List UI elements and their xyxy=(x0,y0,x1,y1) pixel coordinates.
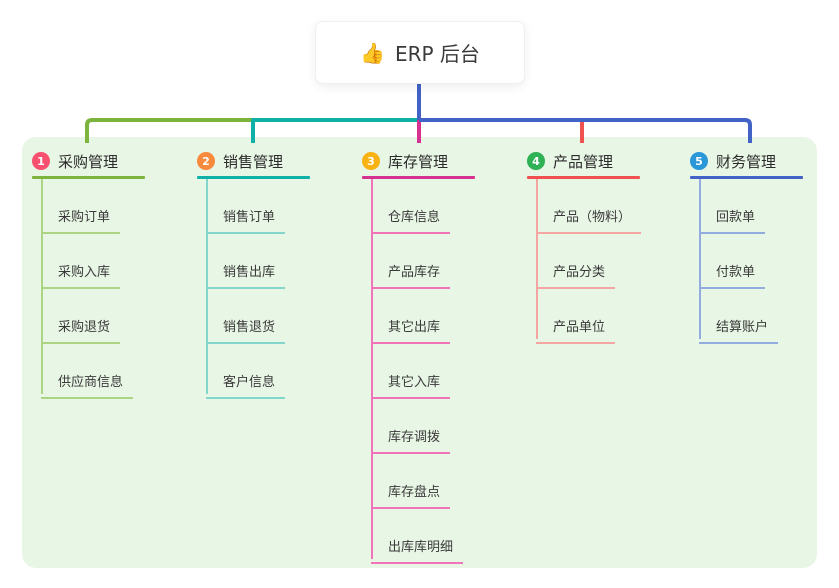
branch-header[interactable]: 5 财务管理 xyxy=(690,148,805,174)
branch-number-badge: 3 xyxy=(362,152,380,170)
branch-number-badge: 4 xyxy=(527,152,545,170)
branch-sub-list: 仓库信息 产品库存 其它出库 其它入库 库存调拨 库存盘点 出库库明细 xyxy=(362,179,477,564)
sub-item-row: 采购入库 xyxy=(32,234,147,289)
branch-sub-list: 采购订单 采购入库 采购退货 供应商信息 xyxy=(32,179,147,399)
sub-item-row: 客户信息 xyxy=(197,344,312,399)
sub-item[interactable]: 出库库明细 xyxy=(371,536,464,564)
sub-item-row: 其它入库 xyxy=(362,344,477,399)
branch-label: 产品管理 xyxy=(553,152,614,171)
branch-header[interactable]: 3 库存管理 xyxy=(362,148,477,174)
branch-underline xyxy=(197,176,310,179)
branch-label: 销售管理 xyxy=(223,152,284,171)
sub-item[interactable]: 库存盘点 xyxy=(371,481,451,509)
sub-item[interactable]: 销售退货 xyxy=(206,316,286,344)
branch-sub-list: 产品（物料） 产品分类 产品单位 xyxy=(527,179,642,344)
sub-item-row: 仓库信息 xyxy=(362,179,477,234)
branch-label: 库存管理 xyxy=(388,152,449,171)
sub-item[interactable]: 采购入库 xyxy=(41,261,121,289)
sub-item[interactable]: 采购订单 xyxy=(41,206,121,234)
sub-item[interactable]: 产品单位 xyxy=(536,316,616,344)
sub-item-row: 付款单 xyxy=(690,234,805,289)
sub-item-row: 采购订单 xyxy=(32,179,147,234)
branch-sub-list: 回款单 付款单 结算账户 xyxy=(690,179,805,344)
branch-sub-vline xyxy=(536,179,538,339)
sub-item[interactable]: 采购退货 xyxy=(41,316,121,344)
sub-item[interactable]: 销售订单 xyxy=(206,206,286,234)
branch-underline xyxy=(527,176,640,179)
sub-item-row: 库存调拨 xyxy=(362,399,477,454)
branch-underline xyxy=(32,176,145,179)
sub-item[interactable]: 付款单 xyxy=(699,261,766,289)
branch-header[interactable]: 4 产品管理 xyxy=(527,148,642,174)
sub-item[interactable]: 销售出库 xyxy=(206,261,286,289)
sub-item-row: 产品（物料） xyxy=(527,179,642,234)
sub-item[interactable]: 产品（物料） xyxy=(536,206,642,234)
sub-item-row: 产品分类 xyxy=(527,234,642,289)
branch-header[interactable]: 2 销售管理 xyxy=(197,148,312,174)
branch-sub-vline xyxy=(699,179,701,339)
sub-item[interactable]: 产品库存 xyxy=(371,261,451,289)
branch-sub-vline xyxy=(206,179,208,394)
sub-item[interactable]: 仓库信息 xyxy=(371,206,451,234)
branch-sub-list: 销售订单 销售出库 销售退货 客户信息 xyxy=(197,179,312,399)
sub-item-row: 结算账户 xyxy=(690,289,805,344)
branch-sub-vline xyxy=(41,179,43,394)
branch-label: 采购管理 xyxy=(58,152,119,171)
branch-underline xyxy=(362,176,475,179)
sub-item[interactable]: 其它出库 xyxy=(371,316,451,344)
branch-number-badge: 2 xyxy=(197,152,215,170)
branch-3: 3 库存管理 仓库信息 产品库存 其它出库 其它入库 库存调拨 库存盘点 出库库… xyxy=(362,148,477,564)
branch-label: 财务管理 xyxy=(716,152,777,171)
sub-item-row: 销售订单 xyxy=(197,179,312,234)
sub-item-row: 采购退货 xyxy=(32,289,147,344)
root-node[interactable]: 👍 ERP 后台 xyxy=(315,21,525,84)
branch-4: 4 产品管理 产品（物料） 产品分类 产品单位 xyxy=(527,148,642,344)
sub-item[interactable]: 客户信息 xyxy=(206,371,286,399)
branch-underline xyxy=(690,176,803,179)
sub-item-row: 其它出库 xyxy=(362,289,477,344)
sub-item-row: 产品单位 xyxy=(527,289,642,344)
sub-item-row: 销售出库 xyxy=(197,234,312,289)
branch-header[interactable]: 1 采购管理 xyxy=(32,148,147,174)
sub-item[interactable]: 产品分类 xyxy=(536,261,616,289)
sub-item[interactable]: 供应商信息 xyxy=(41,371,134,399)
sub-item-row: 供应商信息 xyxy=(32,344,147,399)
branches-background-panel xyxy=(22,137,817,568)
branch-1: 1 采购管理 采购订单 采购入库 采购退货 供应商信息 xyxy=(32,148,147,399)
sub-item-row: 出库库明细 xyxy=(362,509,477,564)
branch-sub-vline xyxy=(371,179,373,559)
branch-number-badge: 1 xyxy=(32,152,50,170)
branch-2: 2 销售管理 销售订单 销售出库 销售退货 客户信息 xyxy=(197,148,312,399)
sub-item-row: 销售退货 xyxy=(197,289,312,344)
sub-item-row: 库存盘点 xyxy=(362,454,477,509)
sub-item[interactable]: 回款单 xyxy=(699,206,766,234)
branch-number-badge: 5 xyxy=(690,152,708,170)
thumbs-up-icon: 👍 xyxy=(360,40,385,65)
root-title: ERP 后台 xyxy=(394,42,480,66)
sub-item-row: 回款单 xyxy=(690,179,805,234)
sub-item[interactable]: 结算账户 xyxy=(699,316,779,344)
sub-item[interactable]: 其它入库 xyxy=(371,371,451,399)
sub-item[interactable]: 库存调拨 xyxy=(371,426,451,454)
sub-item-row: 产品库存 xyxy=(362,234,477,289)
branch-5: 5 财务管理 回款单 付款单 结算账户 xyxy=(690,148,805,344)
